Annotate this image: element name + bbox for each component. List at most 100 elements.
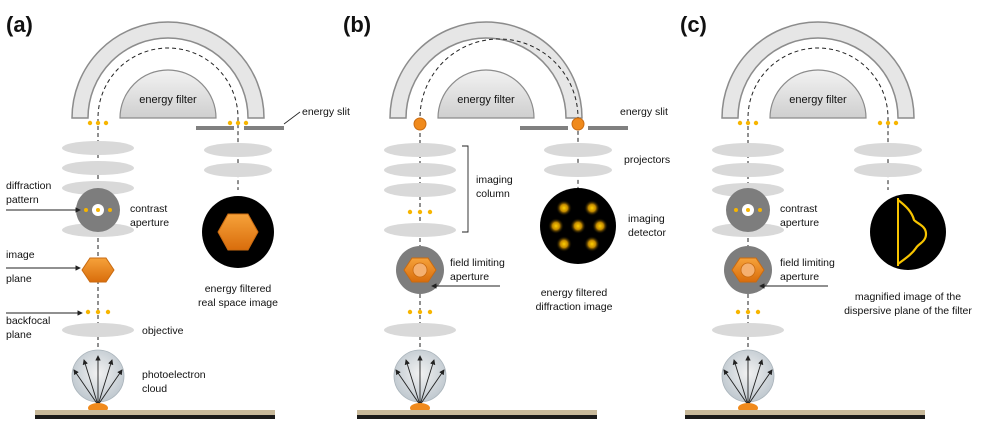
panel-label: (c) <box>680 12 707 37</box>
projector-lens <box>544 163 612 177</box>
objective-label: objective <box>142 325 184 337</box>
dot <box>407 209 413 215</box>
dot <box>427 209 433 215</box>
contrast-aperture-label-2: aperture <box>130 217 169 229</box>
projector-lens <box>854 143 922 157</box>
lens <box>712 143 784 157</box>
orange-spot <box>571 117 585 131</box>
backfocal-plane-label-2: plane <box>6 329 32 341</box>
energy-slit-label: energy slit <box>620 106 668 118</box>
caption-line-2: diffraction image <box>536 301 613 313</box>
dot <box>758 208 762 212</box>
dot <box>85 309 91 315</box>
projectors-label: projectors <box>624 154 670 166</box>
panel-label: (a) <box>6 12 33 37</box>
panel-a: (a) energy filter energy slit <box>6 12 350 419</box>
photoelectron-cloud-label-2: cloud <box>142 383 167 395</box>
backfocal-plane-label-1: backfocal <box>6 315 50 327</box>
dot <box>737 120 743 126</box>
energy-filter-dome <box>437 69 535 119</box>
imaging-detector-label-1: imaging <box>628 213 665 225</box>
panel-c: (c) energy filter contrast aperture fiel… <box>680 12 972 419</box>
lens <box>384 223 456 237</box>
emission-arrows <box>395 355 445 406</box>
dot <box>95 309 101 315</box>
objective-lens <box>712 323 784 337</box>
imaging-column-label-1: imaging <box>476 174 513 186</box>
dot <box>885 120 891 126</box>
diffraction-spots <box>548 200 608 252</box>
lens <box>62 141 134 155</box>
dot <box>95 120 101 126</box>
real-space-image-hexagon <box>217 213 259 251</box>
energy-slit-label: energy slit <box>302 106 350 118</box>
energy-slit-left <box>196 126 234 130</box>
caption-line-2: dispersive plane of the filter <box>844 305 972 317</box>
field-limiting-label-1: field limiting <box>450 257 505 269</box>
diffraction-pattern-label-1: diffraction <box>6 180 51 192</box>
sample-base <box>685 415 925 419</box>
energy-slit-left <box>520 126 568 130</box>
energy-filter-label: energy filter <box>139 94 197 106</box>
dot <box>84 208 88 212</box>
sample-base <box>35 415 275 419</box>
energy-slit-leader <box>283 111 301 125</box>
diffraction-pattern-label-2: pattern <box>6 194 39 206</box>
caption-line-1: energy filtered <box>205 283 272 295</box>
orange-spot <box>413 117 427 131</box>
energy-filter-dome <box>119 69 217 119</box>
objective-lens <box>384 323 456 337</box>
energy-filter-label: energy filter <box>789 94 847 106</box>
dot <box>735 309 741 315</box>
filter-arc <box>389 21 583 119</box>
aperture-hole <box>740 262 756 278</box>
energy-spectrum-curve <box>897 199 928 265</box>
emission-arrows <box>723 355 773 406</box>
dot <box>877 120 883 126</box>
caption-line-1: magnified image of the <box>855 291 961 303</box>
projector-lens <box>854 163 922 177</box>
dot <box>407 309 413 315</box>
projector-lens <box>204 143 272 157</box>
hexagon-image <box>81 257 115 283</box>
lens <box>712 163 784 177</box>
emission-arrows <box>73 355 123 406</box>
caption-line-1: energy filtered <box>541 287 608 299</box>
sample-surface <box>685 410 925 416</box>
energy-slit-right <box>244 126 284 130</box>
contrast-aperture-label-2: aperture <box>780 217 819 229</box>
field-limiting-label-2: aperture <box>450 271 489 283</box>
caption-line-2: real space image <box>198 297 278 309</box>
sample-base <box>357 415 597 419</box>
dot <box>243 120 249 126</box>
electron-beam-path <box>97 47 239 410</box>
field-limiting-label-1: field limiting <box>780 257 835 269</box>
imaging-detector-label-2: detector <box>628 227 666 239</box>
energy-filter-dome <box>769 69 867 119</box>
dot <box>734 208 738 212</box>
dot <box>893 120 899 126</box>
dot <box>755 309 761 315</box>
detector-screen <box>870 194 946 270</box>
objective-lens <box>62 323 134 337</box>
electron-beam-path <box>419 38 579 410</box>
dot <box>417 209 423 215</box>
lens <box>384 183 456 197</box>
dot <box>745 120 751 126</box>
sample-surface <box>357 410 597 416</box>
dot <box>227 120 233 126</box>
dot <box>103 120 109 126</box>
lens <box>384 143 456 157</box>
imaging-column-bracket <box>462 145 469 233</box>
photoelectron-cloud-label-1: photoelectron <box>142 369 206 381</box>
dot <box>417 309 423 315</box>
energy-filter-label: energy filter <box>457 94 515 106</box>
dot <box>753 120 759 126</box>
projector-lens <box>204 163 272 177</box>
lens <box>62 161 134 175</box>
electron-beam-path <box>747 47 889 410</box>
sample-surface <box>35 410 275 416</box>
dot <box>746 208 750 212</box>
lens <box>384 163 456 177</box>
